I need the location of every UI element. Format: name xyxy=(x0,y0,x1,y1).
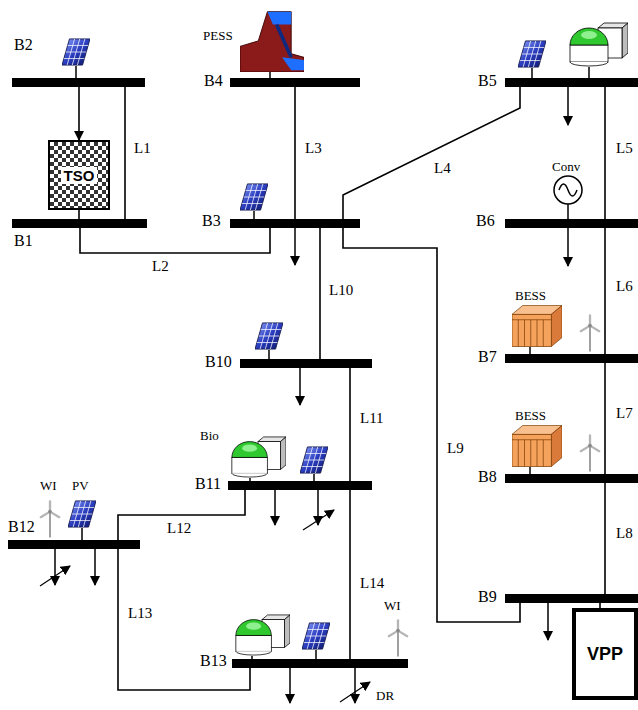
bus-bar: B9 xyxy=(505,594,638,603)
line-label: L12 xyxy=(165,520,193,537)
line-connector xyxy=(349,490,351,659)
bus-label: B9 xyxy=(478,588,497,606)
line-connector xyxy=(124,87,126,219)
line-connector xyxy=(78,210,80,219)
line-connector xyxy=(604,483,606,594)
line-label: L13 xyxy=(126,605,154,622)
device-label: Conv xyxy=(552,159,580,174)
line-connector xyxy=(118,549,250,690)
line-label: L7 xyxy=(614,405,635,422)
bus-bar: B13 xyxy=(232,659,408,668)
demand-response-arrow xyxy=(40,510,370,702)
battery-storage xyxy=(512,305,562,466)
bus-label: B2 xyxy=(14,36,33,54)
line-label: L2 xyxy=(150,258,171,275)
bus-bar: B11 xyxy=(228,481,372,490)
device-label: BESS xyxy=(515,288,546,303)
bus-bar: B7 xyxy=(505,354,638,363)
bus-bar: B4 xyxy=(230,78,360,87)
line-label: L8 xyxy=(614,525,635,542)
generator-symbol xyxy=(554,176,582,219)
device-label: WI xyxy=(384,598,401,613)
bus-bar: B12 xyxy=(8,540,140,549)
pumped-storage xyxy=(240,12,304,72)
bus-label: B7 xyxy=(478,348,497,366)
bus-bar: B3 xyxy=(230,219,360,228)
wind-turbine xyxy=(41,315,599,656)
bus-bar: B5 xyxy=(505,78,638,87)
line-connector xyxy=(319,228,321,359)
device-label: PESS xyxy=(203,28,233,43)
bus-label: B3 xyxy=(202,212,221,230)
tso-box: TSO xyxy=(48,140,110,210)
line-label: L9 xyxy=(445,440,466,457)
line-connector xyxy=(604,228,606,354)
box-label: TSO xyxy=(61,167,98,184)
line-label: L14 xyxy=(358,575,386,592)
bus-label: B6 xyxy=(476,212,495,230)
bus-label: B10 xyxy=(205,353,232,371)
bus-bar: B1 xyxy=(12,219,147,228)
bus-bar: B6 xyxy=(505,219,638,228)
line-connector xyxy=(118,490,245,540)
bus-label: B5 xyxy=(478,72,497,90)
line-label: L1 xyxy=(132,140,153,157)
bus-label: B12 xyxy=(8,518,35,536)
line-connector xyxy=(604,363,606,474)
line-label: L11 xyxy=(358,410,386,427)
bio-plant xyxy=(232,23,628,655)
bus-bar: B10 xyxy=(240,359,372,368)
line-label: L3 xyxy=(303,140,324,157)
device-label: Bio xyxy=(200,428,219,443)
line-label: L6 xyxy=(614,278,635,295)
line-connector xyxy=(80,228,270,253)
line-label: L10 xyxy=(327,282,355,299)
line-connector xyxy=(604,87,606,219)
bus-label: B8 xyxy=(478,468,497,486)
bus-bar: B8 xyxy=(505,474,638,483)
device-label: DR xyxy=(376,688,394,703)
bus-label: B4 xyxy=(204,72,223,90)
bus-label: B13 xyxy=(200,652,227,670)
load-arrow xyxy=(55,87,568,703)
line-label: L5 xyxy=(614,140,635,157)
pv-panel xyxy=(62,39,546,649)
line-connector xyxy=(349,368,351,481)
device-label: WI xyxy=(40,478,57,493)
device-label: PV xyxy=(72,478,89,493)
line-connector xyxy=(343,228,520,622)
bus-label: B1 xyxy=(14,232,33,250)
bus-bar: B2 xyxy=(12,78,145,87)
box-label: VPP xyxy=(587,644,623,665)
bus-label: B11 xyxy=(195,475,221,493)
line-connector xyxy=(78,87,80,140)
vpp-box: VPP xyxy=(572,608,638,700)
device-label: BESS xyxy=(515,408,546,423)
line-connector xyxy=(294,87,296,219)
line-label: L4 xyxy=(432,160,453,177)
line-connector xyxy=(343,87,520,219)
